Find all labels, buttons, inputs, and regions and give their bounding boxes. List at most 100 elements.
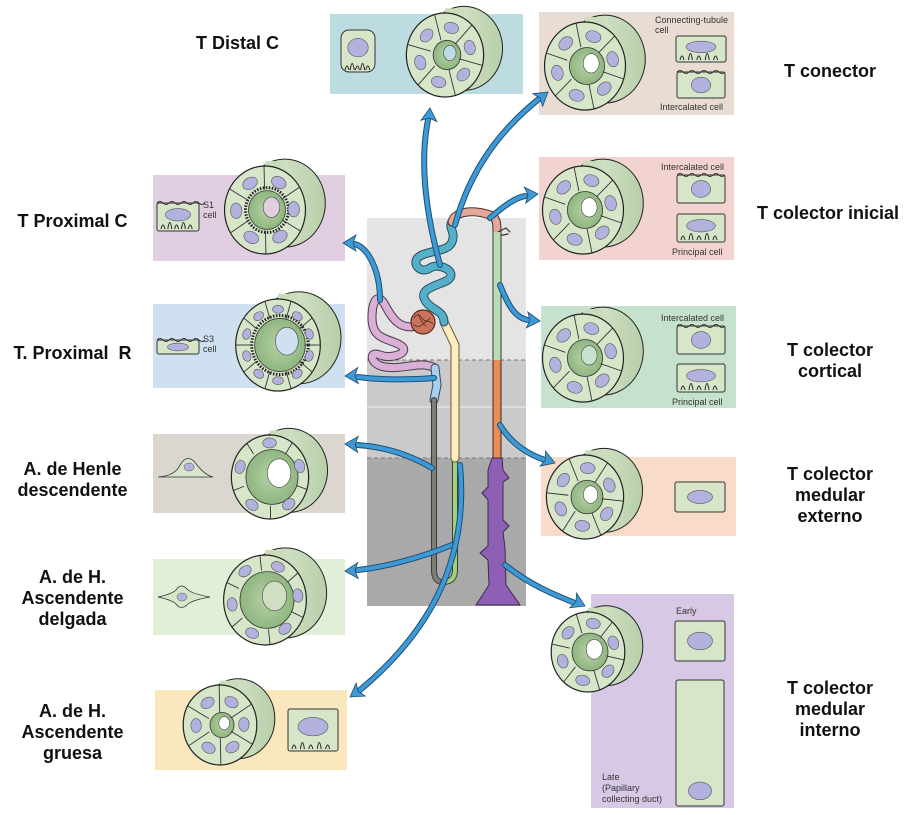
tubule-illustration — [235, 291, 342, 392]
nucleus — [556, 654, 569, 669]
nucleus — [583, 322, 600, 335]
label-line: T colector — [786, 678, 874, 698]
cell-boundary — [188, 731, 210, 747]
tubule-illustration — [223, 547, 328, 646]
intercalated-cell — [676, 173, 726, 204]
cell-boundary — [551, 643, 570, 649]
mitochondria — [680, 233, 718, 241]
nucleus — [456, 67, 471, 82]
intercalated-cell — [676, 70, 726, 99]
pointer-arrow — [452, 91, 549, 228]
mitochondria — [679, 53, 719, 61]
cell-boundary — [285, 301, 292, 319]
nucleus — [580, 462, 596, 474]
mitochondria — [344, 63, 371, 71]
mitochondria — [291, 742, 331, 750]
cell-boundary — [299, 361, 313, 373]
cell-boundary — [573, 167, 580, 192]
nucleus — [556, 180, 571, 195]
arrows — [342, 91, 586, 698]
label-line: T conector — [783, 61, 876, 81]
nucleus — [603, 477, 616, 493]
nucleus — [554, 501, 567, 517]
cell-boundary — [264, 371, 271, 389]
nucleus — [262, 437, 277, 449]
cell-boundary — [600, 215, 622, 224]
mitochondria — [680, 383, 718, 391]
nucleus — [600, 506, 614, 522]
nucleus — [234, 460, 246, 474]
nucleus — [238, 565, 252, 578]
s1-caption: cell — [203, 210, 217, 220]
lumen-opening — [262, 580, 287, 612]
cell-boundary — [568, 458, 579, 482]
pointer-arrow — [344, 435, 435, 471]
nucleus — [272, 376, 284, 385]
pointer-arrow — [344, 542, 455, 580]
cell-boundary — [230, 220, 249, 234]
arrow-shaft — [358, 463, 464, 692]
nucleus — [200, 696, 215, 709]
arrow-head — [344, 435, 360, 454]
cell-boundary — [601, 498, 624, 502]
cell-boundary — [268, 629, 271, 645]
arrow-shaft-outline — [452, 95, 543, 228]
label-distal: T Distal C — [170, 33, 305, 54]
nucleus — [238, 717, 250, 732]
label-proximal-convoluted: T Proximal C — [0, 211, 145, 232]
principal-cell — [676, 213, 726, 243]
nucleus — [245, 498, 259, 511]
nucleus — [226, 597, 238, 612]
cell-boundary — [596, 179, 614, 198]
arrow-head — [419, 107, 438, 123]
arrow-head — [342, 234, 357, 252]
tubule-illustration — [541, 158, 644, 255]
cell-boundary — [552, 222, 570, 241]
arrow-head — [531, 91, 549, 108]
nucleus — [183, 462, 195, 472]
arrow-shaft — [353, 242, 382, 302]
s3-cell — [156, 338, 206, 355]
label-line: T. Proximal R — [13, 343, 132, 363]
label-line: T Distal C — [195, 33, 279, 53]
cell-boundary — [219, 738, 222, 765]
label-line: Ascendente — [21, 588, 124, 608]
nucleus — [686, 369, 716, 383]
nucleus — [304, 350, 314, 362]
nucleus — [463, 39, 476, 56]
tubule-illustration — [223, 158, 326, 255]
label-line: T Proximal C — [17, 211, 128, 231]
lumen-opening — [582, 53, 600, 74]
cell-boundary — [554, 78, 572, 97]
cell-boundary — [231, 617, 243, 628]
label-outer-medullary-collector: T colector medular externo — [760, 464, 900, 527]
nucleus — [243, 230, 259, 244]
nucleus — [601, 664, 615, 678]
pointer-arrow — [344, 366, 437, 385]
lumen-opening — [267, 458, 292, 488]
caption-intercalated-cell: Intercalated cell — [661, 313, 724, 323]
nucleus — [687, 490, 713, 504]
label-line: externo — [797, 506, 863, 526]
nucleus — [585, 30, 602, 43]
nucleus — [691, 180, 711, 198]
arrow-head — [538, 449, 556, 467]
cell-boundary — [246, 443, 254, 455]
tubule-illustration — [230, 427, 329, 520]
label-henle-thin-ascending: A. de H. Ascendente delgada — [0, 567, 145, 630]
nucleus — [304, 328, 314, 340]
cell-boundary — [546, 52, 568, 61]
nucleus — [347, 38, 369, 58]
label-connector: T conector — [760, 61, 900, 82]
microvilli — [676, 324, 726, 328]
nucleus — [414, 54, 427, 71]
cell-boundary — [546, 492, 569, 496]
cell-boundary — [602, 71, 624, 80]
label-line: A. de Henle — [23, 459, 122, 479]
label-line: medular — [794, 485, 866, 505]
early-cell — [674, 620, 726, 662]
cell-boundary — [573, 315, 580, 340]
cell-boundary — [295, 485, 308, 490]
label-cortical-collector: T colector cortical — [760, 340, 900, 382]
